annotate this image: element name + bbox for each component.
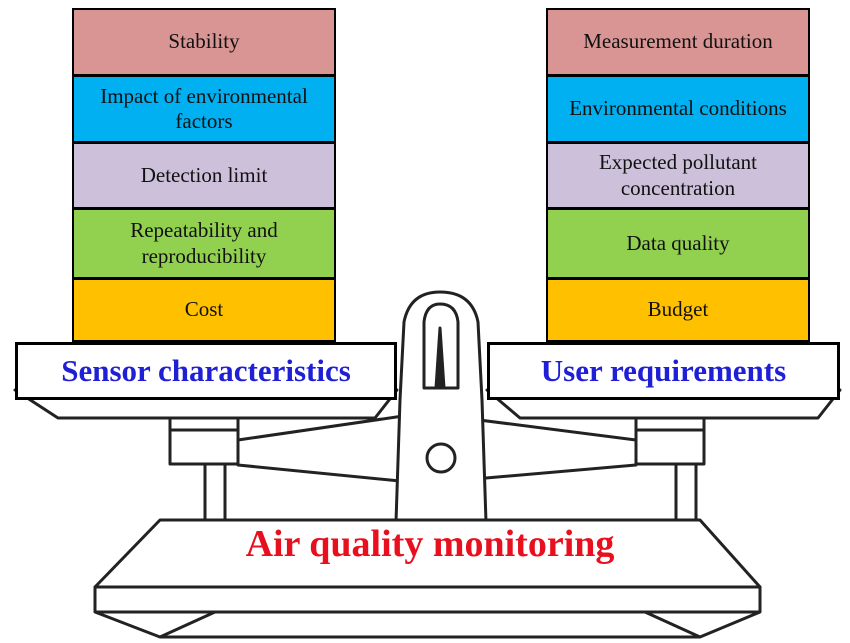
budget-block: Budget <box>546 279 810 342</box>
right-leg <box>674 462 698 526</box>
left-leg <box>203 462 227 526</box>
sensor-characteristics-label: Sensor characteristics <box>15 342 397 400</box>
stability-block: Stability <box>72 8 336 76</box>
pivot-knob <box>425 442 457 474</box>
left-pan-support <box>168 416 240 466</box>
sensor-characteristics-stack: Stability Impact of environmental factor… <box>72 8 336 342</box>
central-pillar <box>394 290 488 524</box>
cost-block: Cost <box>72 279 336 342</box>
environmental-factors-block: Impact of environmental factors <box>72 76 336 143</box>
environmental-conditions-block: Environmental conditions <box>546 76 810 143</box>
repeatability-block: Repeatability and reproducibility <box>72 209 336 279</box>
expected-pollutant-block: Expected pollutant concentration <box>546 143 810 209</box>
right-pan-support <box>634 416 706 466</box>
data-quality-block: Data quality <box>546 209 810 279</box>
measurement-duration-block: Measurement duration <box>546 8 810 76</box>
user-requirements-label: User requirements <box>487 342 840 400</box>
air-quality-monitoring-title: Air quality monitoring <box>245 523 615 565</box>
user-requirements-stack: Measurement duration Environmental condi… <box>546 8 810 342</box>
detection-limit-block: Detection limit <box>72 143 336 209</box>
